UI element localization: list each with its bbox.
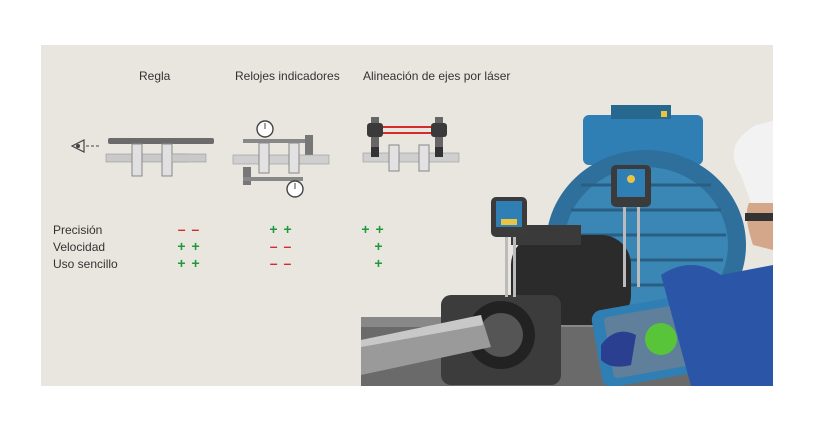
eye-icon — [70, 139, 100, 153]
rating-precision-laser: + + — [361, 221, 385, 237]
rating-ease-regla: + + — [177, 255, 201, 271]
column-title-laser: Alineación de ejes por láser — [363, 69, 511, 83]
column-title-regla: Regla — [139, 69, 171, 83]
column-title-relojes: Relojes indicadores — [235, 69, 340, 83]
straightedge-diagram — [70, 138, 214, 177]
rating-speed-regla: + + — [177, 238, 201, 254]
row-label-speed: Velocidad — [53, 240, 106, 254]
row-label-ease: Uso sencillo — [53, 257, 118, 271]
laser-unit-left — [491, 197, 527, 297]
rating-ease-relojes: – – — [269, 255, 293, 271]
rating-speed-relojes: – – — [269, 238, 293, 254]
rating-ease-laser: + — [374, 255, 384, 271]
laser-unit-right — [611, 165, 651, 287]
rating-speed-laser: + — [374, 238, 384, 254]
comparison-panel: Regla Relojes indicadores Alineación de … — [41, 45, 773, 386]
alignment-photo — [361, 105, 773, 386]
bearing-image — [361, 295, 561, 385]
rating-precision-relojes: + + — [269, 221, 293, 237]
rating-precision-regla: – – — [177, 221, 201, 237]
dial-indicator-diagram — [232, 120, 330, 198]
row-label-precision: Precisión — [53, 223, 103, 237]
technician-image — [601, 121, 773, 386]
laser-diagram — [362, 117, 460, 172]
